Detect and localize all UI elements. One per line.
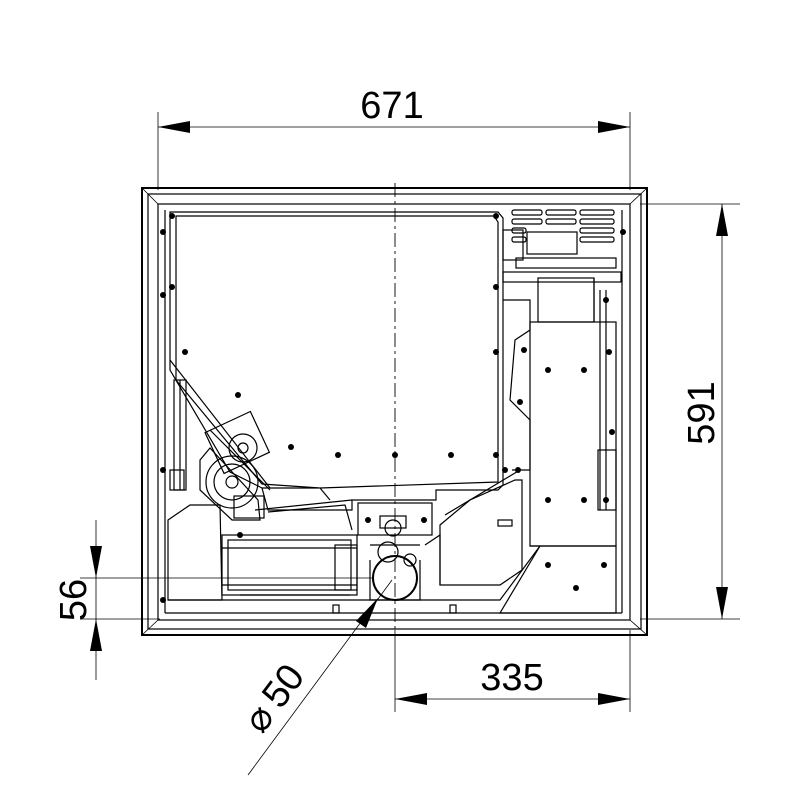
dimension-width: 671 xyxy=(157,85,631,190)
dimension-diameter: ⌀50 xyxy=(236,579,393,776)
housing-frame xyxy=(141,187,648,636)
bottom-channel xyxy=(168,487,457,614)
dimension-offset-right-label: 335 xyxy=(480,657,543,699)
right-column xyxy=(498,229,622,614)
motor-unit xyxy=(167,504,358,601)
fan-housing xyxy=(424,469,541,601)
bolts xyxy=(160,213,626,603)
dimension-width-label: 671 xyxy=(360,85,423,127)
dimension-offset-right: 335 xyxy=(394,630,631,712)
left-rail xyxy=(169,379,187,491)
dimension-offset-bottom: 56 xyxy=(53,520,372,680)
auger-drive xyxy=(199,410,271,521)
dimension-height-label: 591 xyxy=(681,381,723,444)
diameter-value: 50 xyxy=(254,657,313,716)
dimension-height: 591 xyxy=(640,203,740,620)
vent-slots xyxy=(511,209,615,243)
dimension-diameter-label: ⌀50 xyxy=(236,657,314,741)
dimension-offset-bottom-label: 56 xyxy=(53,579,95,621)
